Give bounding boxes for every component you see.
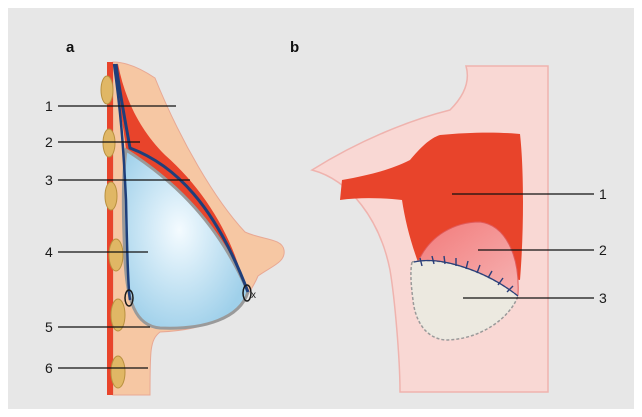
label-a-1: 1: [45, 98, 53, 114]
label-a-2: 2: [45, 134, 53, 150]
panel-a-title: a: [66, 39, 75, 56]
label-b-2: 2: [599, 242, 607, 258]
label-a-3: 3: [45, 172, 53, 188]
panel-b: b 1 2 3: [290, 39, 607, 392]
label-a-4: 4: [45, 244, 53, 260]
suture-mark: x: [251, 290, 256, 301]
label-b-3: 3: [599, 290, 607, 306]
label-a-5: 5: [45, 319, 53, 335]
panel-b-title: b: [290, 39, 299, 56]
chest-wall: [107, 62, 113, 395]
label-a-6: 6: [45, 360, 53, 376]
panel-a: a x: [45, 39, 284, 395]
label-b-1: 1: [599, 186, 607, 202]
